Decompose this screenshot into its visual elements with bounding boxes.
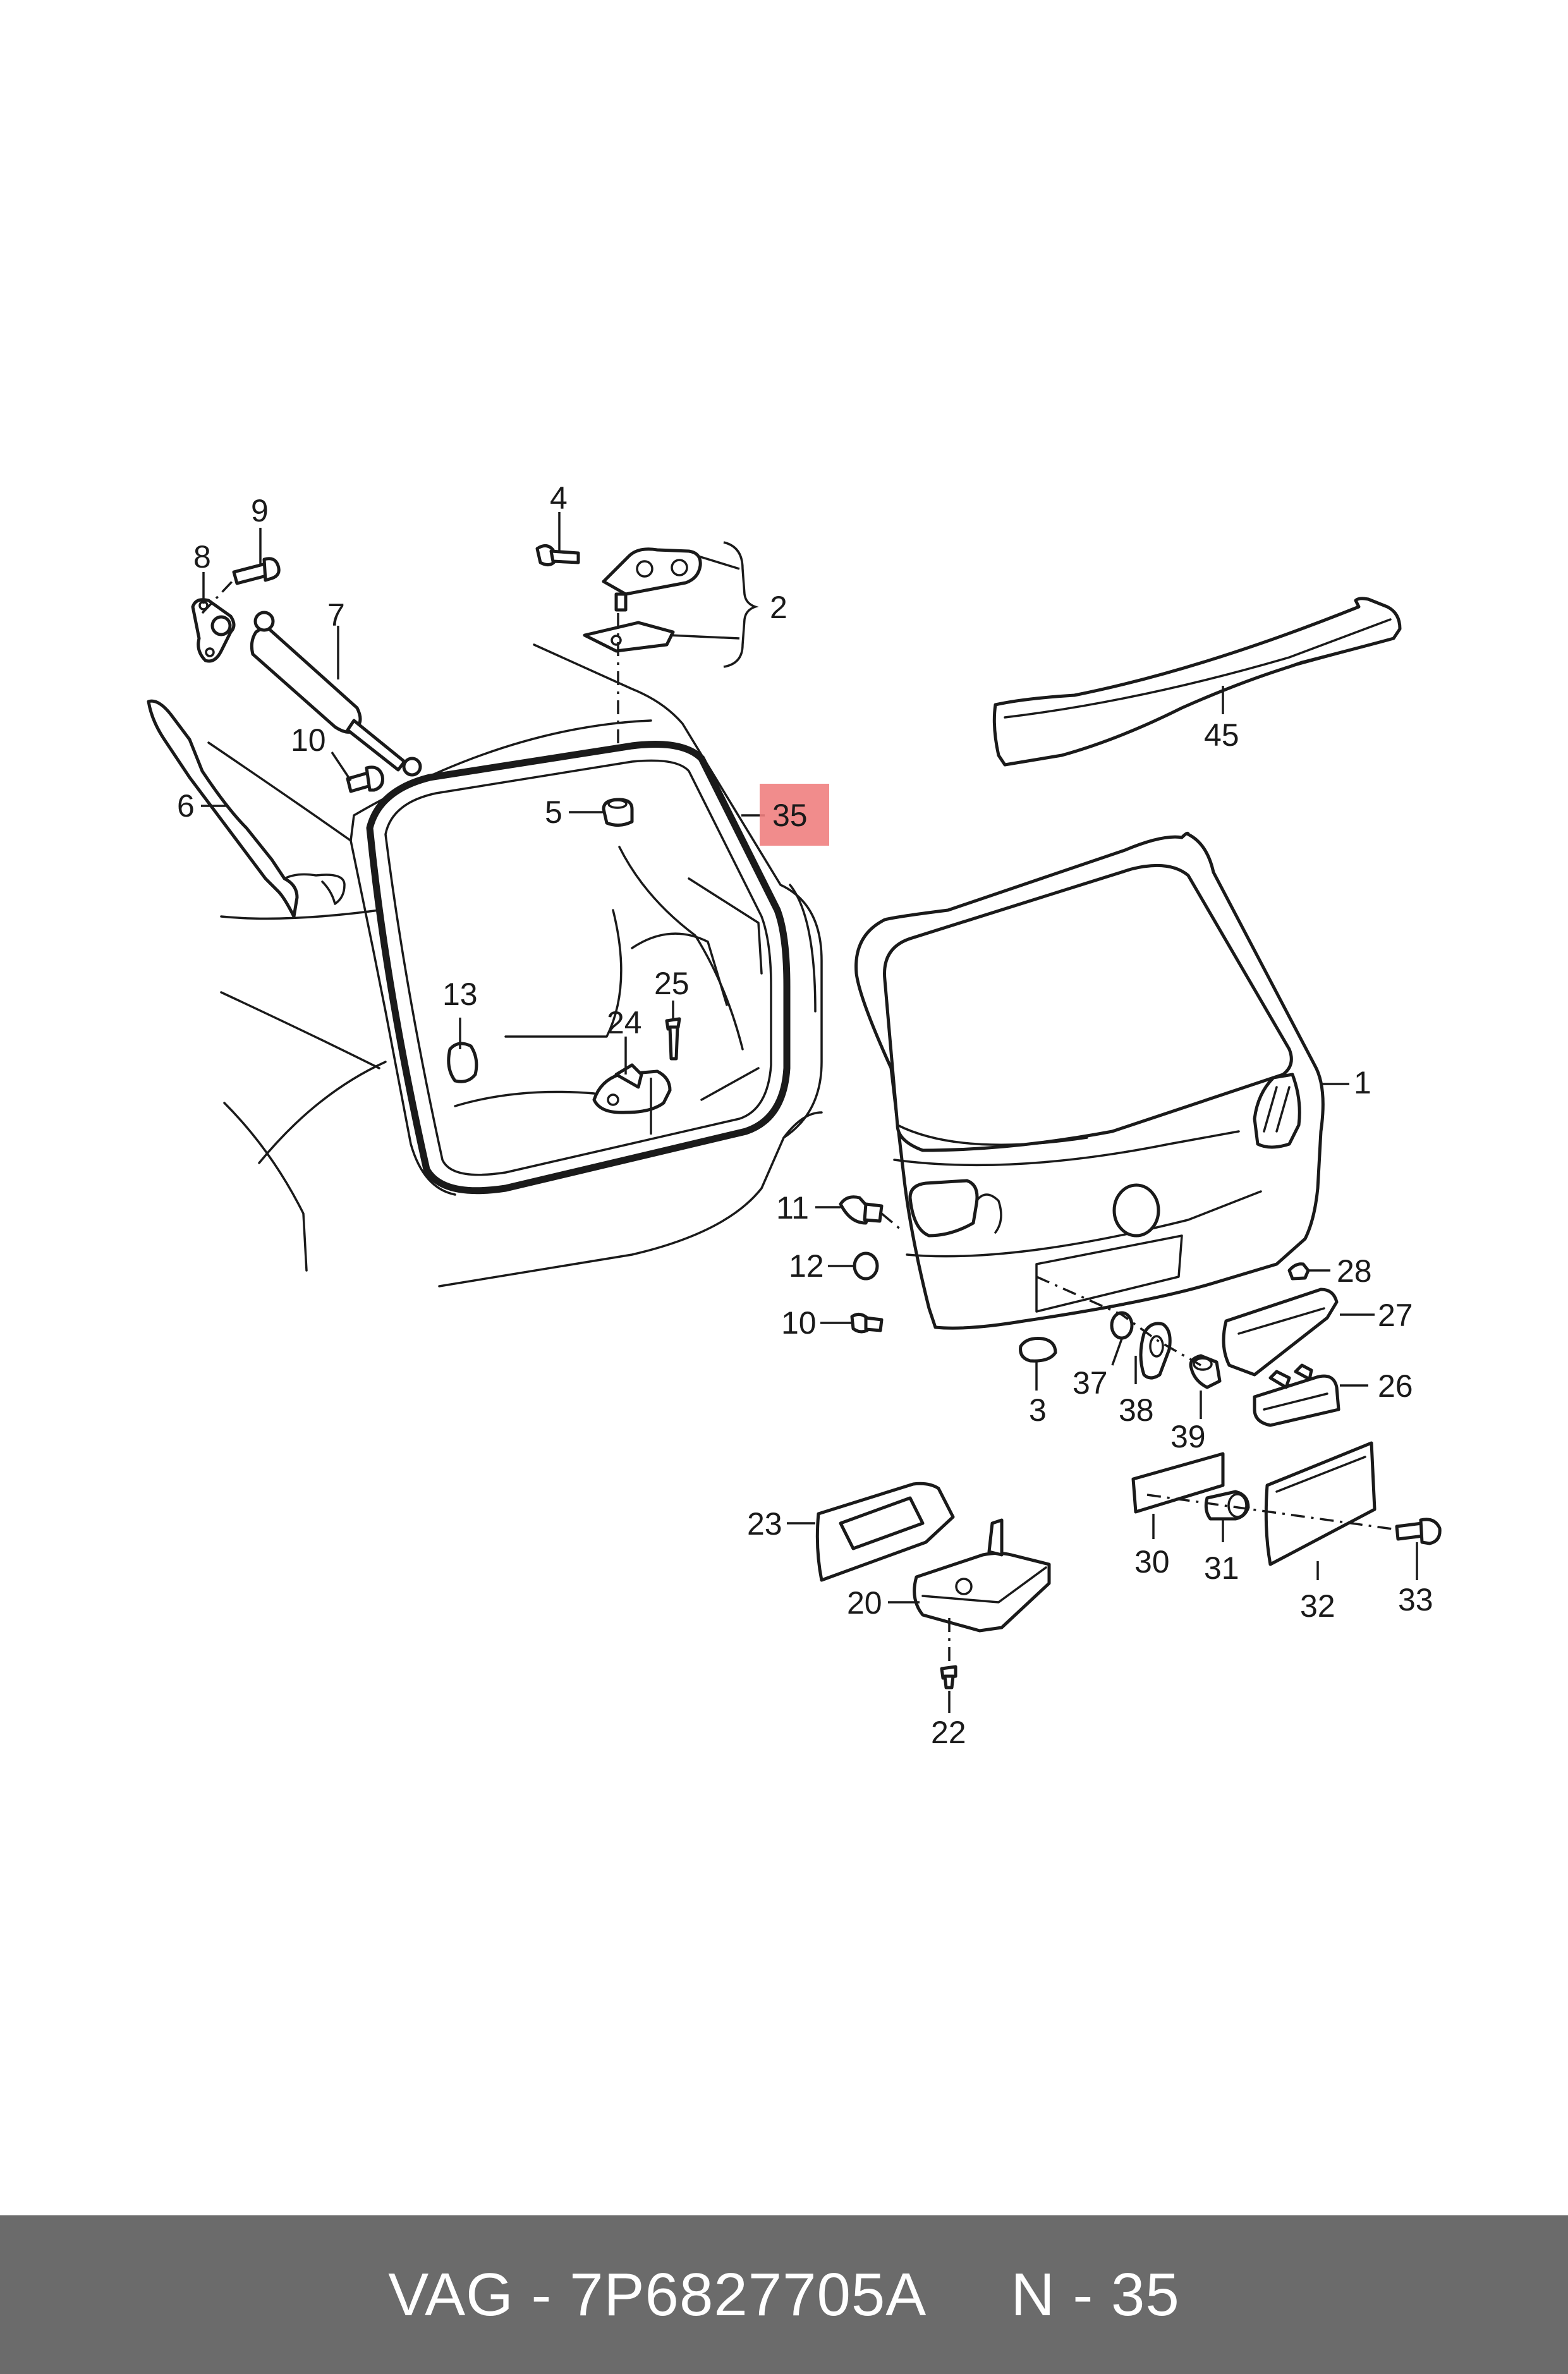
buffer-part-13[interactable] — [447, 1042, 478, 1083]
plug-part-3[interactable] — [1019, 1337, 1057, 1363]
tailgate-part-1[interactable] — [854, 831, 1325, 1330]
callout-6: 6 — [177, 788, 195, 824]
handle-moulding-part-27[interactable] — [1222, 1287, 1339, 1377]
callout-38: 38 — [1119, 1392, 1154, 1428]
seal-part-35[interactable] — [366, 741, 791, 1195]
cap-part-12[interactable] — [853, 1251, 879, 1281]
callout-4: 4 — [550, 480, 568, 516]
callout-2: 2 — [770, 590, 787, 625]
handle-part-26[interactable] — [1253, 1363, 1340, 1427]
callout-20: 20 — [847, 1585, 882, 1621]
callout-13: 13 — [442, 977, 478, 1012]
trim-strip-part-6[interactable] — [147, 699, 346, 918]
callout-25: 25 — [654, 966, 690, 1001]
leader-lines — [201, 512, 1418, 1713]
callout-9: 9 — [251, 493, 269, 528]
callout-27: 27 — [1378, 1298, 1413, 1333]
callout-labels: 1 2 3 4 5 6 7 8 9 10 10 11 12 13 20 22 2… — [177, 480, 1433, 1750]
footer-bar: VAG - 7P6827705A N - 35 — [0, 2215, 1568, 2374]
callout-1: 1 — [1354, 1065, 1371, 1100]
bolt-part-9[interactable] — [232, 557, 281, 585]
part-35-highlight — [760, 784, 829, 846]
callout-30: 30 — [1134, 1544, 1170, 1580]
callout-37: 37 — [1073, 1365, 1108, 1401]
callout-35: 35 — [772, 798, 808, 833]
callout-45: 45 — [1204, 717, 1239, 753]
callout-39: 39 — [1170, 1419, 1206, 1454]
nut-part-5[interactable] — [602, 798, 634, 827]
nut-part-28[interactable] — [1287, 1262, 1310, 1281]
lock-part-20[interactable] — [913, 1518, 1051, 1633]
camera-part-39[interactable] — [1189, 1354, 1222, 1389]
callout-24: 24 — [607, 1005, 642, 1040]
switch-part-11[interactable] — [839, 1195, 884, 1225]
housing-part-38[interactable] — [1139, 1322, 1172, 1380]
parts-diagram: 1 2 3 4 5 6 7 8 9 10 10 11 12 13 20 22 2… — [147, 480, 1442, 1750]
bolt-part-33[interactable] — [1395, 1518, 1442, 1545]
callout-8: 8 — [193, 539, 211, 575]
lock-cover-part-23[interactable] — [815, 1482, 955, 1582]
cover-part-32[interactable] — [1264, 1441, 1377, 1566]
callout-3: 3 — [1029, 1392, 1047, 1428]
gas-strut-part-7[interactable] — [250, 611, 422, 777]
callout-28: 28 — [1337, 1253, 1372, 1289]
callout-11: 11 — [776, 1190, 809, 1226]
bracket-part-8[interactable] — [191, 598, 236, 663]
callout-5: 5 — [545, 794, 562, 830]
striker-part-24[interactable] — [592, 1063, 672, 1114]
screw-part-22[interactable] — [940, 1665, 957, 1689]
bolt-part-10a[interactable] — [346, 765, 384, 793]
callout-22: 22 — [931, 1715, 966, 1750]
hinge-part-2[interactable] — [583, 547, 702, 653]
callout-26: 26 — [1378, 1368, 1413, 1404]
foil-part-30[interactable] — [1131, 1452, 1225, 1514]
callout-32: 32 — [1300, 1588, 1335, 1624]
callout-23: 23 — [747, 1506, 782, 1542]
callout-31: 31 — [1204, 1550, 1239, 1586]
spoiler-part-45[interactable] — [992, 597, 1402, 767]
part-number-caption: VAG - 7P6827705A N - 35 — [388, 2260, 1180, 2328]
screw-part-25[interactable] — [665, 1017, 681, 1061]
callout-7: 7 — [327, 597, 345, 633]
callout-12: 12 — [789, 1248, 824, 1284]
o-ring-part-37[interactable] — [1110, 1311, 1134, 1340]
callout-10-upper: 10 — [291, 722, 326, 758]
car-body — [207, 643, 823, 1287]
callout-33: 33 — [1398, 1582, 1433, 1617]
bolt-part-4[interactable] — [535, 544, 580, 566]
callout-10-lower: 10 — [781, 1305, 817, 1341]
bolt-part-10b[interactable] — [850, 1313, 884, 1334]
